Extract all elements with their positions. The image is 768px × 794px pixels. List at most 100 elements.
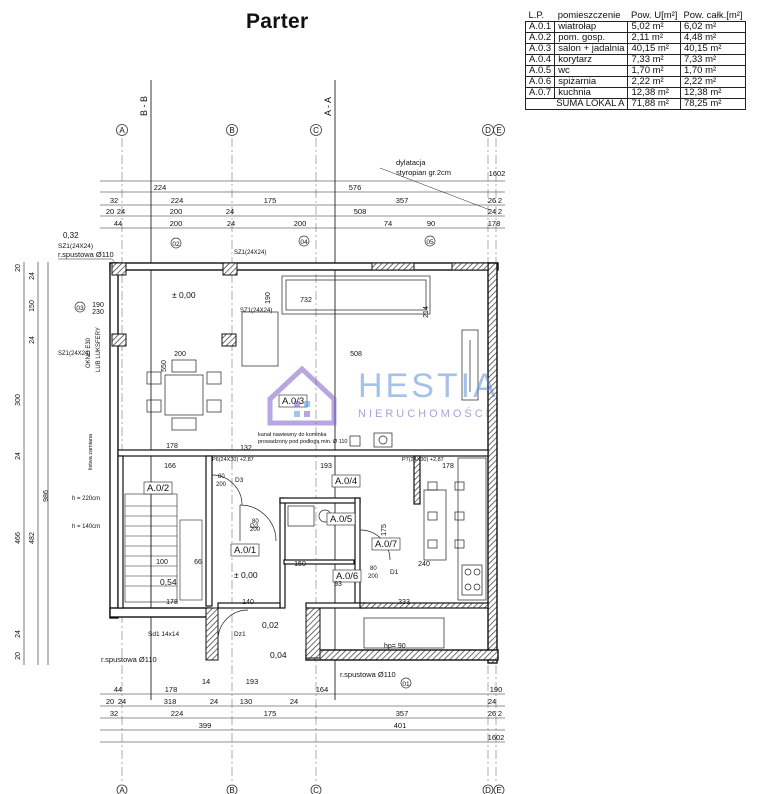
- axis-label-d-bottom: D: [485, 786, 491, 794]
- dim-left-466: 466: [15, 532, 22, 544]
- legend-row: A.0.2 pom. gosp. 2,11 m² 4,48 m²: [524, 32, 747, 44]
- dim-left-24b: 24: [29, 336, 36, 344]
- door-label-d2: D2: [250, 523, 259, 530]
- axis-bubble-e-bottom: [493, 784, 505, 794]
- axis-bubble-a-top: [116, 124, 128, 136]
- door-dz1: [217, 609, 249, 641]
- door-d1-width: 80: [370, 566, 377, 572]
- kitchen-furniture: [363, 457, 487, 649]
- dim-93: 93: [334, 581, 342, 588]
- dim-b3-357: 357: [396, 709, 409, 718]
- door-label-d3: D3: [235, 477, 244, 484]
- dim-row4-200b: 200: [294, 219, 307, 228]
- elev-004: 0,04: [270, 650, 287, 660]
- axis-label-d-top: D: [485, 126, 491, 135]
- dim-b3-224: 224: [171, 709, 184, 718]
- dim-175: 175: [381, 524, 388, 536]
- door-d2-height: 200: [250, 527, 261, 533]
- dim-b3-175: 175: [264, 709, 277, 718]
- elev-054: 0,54: [160, 577, 177, 587]
- dim-row2-175: 175: [264, 196, 277, 205]
- room-label-a06: A.0/6: [336, 571, 358, 582]
- annotation-listwa: listwa zamiana: [88, 433, 94, 470]
- axis-label-e-bottom: E: [496, 786, 501, 794]
- legend-row: A.0.7 kuchnia 12,38 m² 12,38 m²: [524, 87, 747, 99]
- annotation-sd1: Sd1 14x14: [148, 631, 179, 638]
- annotation-luksfery: LUB LUKSFERY: [96, 327, 102, 372]
- dim-b4-401: 401: [394, 721, 407, 730]
- dim-row3-2: 2: [498, 207, 502, 216]
- annotation-sz1-b: SZ1(24X24): [234, 250, 266, 256]
- elev-000-living: ± 0,00: [172, 290, 196, 300]
- dim-row4-200: 200: [170, 219, 183, 228]
- dim-bottom-total: 1602: [488, 733, 505, 742]
- door-d3-width: 80: [218, 474, 225, 480]
- dim-row4-24: 24: [227, 219, 235, 228]
- legend-sum-total: 78,25 m²: [679, 98, 747, 110]
- dim-230: 230: [92, 309, 104, 316]
- dim-190: 190: [92, 302, 104, 309]
- axis-bubble-c-top: [310, 124, 322, 136]
- legend-sum-label: SUMA LOKAL A: [524, 98, 629, 110]
- legend-row: A.0.6 spiżarnia 2,22 m² 2,22 m²: [524, 76, 747, 88]
- bottom-dimension-lines: [100, 693, 505, 743]
- dim-left-20: 20: [15, 264, 22, 272]
- annotation-elev-032: 0,32: [63, 231, 79, 240]
- dim-b3-32: 32: [110, 709, 118, 718]
- elev-000-hall: ± 0,00: [234, 570, 258, 580]
- door-d1-height: 200: [368, 574, 379, 580]
- tag-02: 02: [172, 241, 180, 248]
- axis-label-a-top: A: [119, 126, 125, 135]
- dim-row2-357: 357: [396, 196, 409, 205]
- dim-top-576: 576: [349, 183, 362, 192]
- axis-bubble-b-top: [226, 124, 238, 136]
- watermark-sub: NIERUCHOMOŚCI: [358, 407, 492, 420]
- dim-b2-164: 164: [316, 685, 329, 694]
- axis-bubble-a-bottom: [116, 784, 128, 794]
- dim-140: 140: [242, 599, 254, 606]
- dim-508: 508: [350, 351, 362, 358]
- dim-row4-74: 74: [384, 219, 392, 228]
- dim-left-300: 300: [15, 394, 22, 406]
- axis-label-b-bottom: B: [229, 786, 234, 794]
- dim-178: 178: [166, 443, 178, 450]
- room-label-a07: A.0/7: [375, 539, 397, 550]
- dim-b3-2: 2: [498, 709, 502, 718]
- annotation-kanal-2: prowadzony pod podłogą min. Ø 110: [258, 439, 348, 445]
- watermark-brand: HESTIA: [358, 367, 499, 405]
- dim-240: 240: [418, 561, 430, 568]
- dim-100: 100: [156, 559, 168, 566]
- dim-left-482: 482: [29, 532, 36, 544]
- legend-row: A.0.3 salon + jadalnia 40,15 m² 40,15 m²: [524, 43, 747, 55]
- legend-row: A.0.5 wc 1,70 m² 1,70 m²: [524, 65, 747, 77]
- axis-label-a-bottom: A: [119, 786, 125, 794]
- plan-title: Parter: [246, 10, 309, 33]
- left-dimension-lines: [23, 262, 49, 665]
- tag-01: 01: [402, 681, 410, 688]
- door-d2: [239, 504, 277, 542]
- top-dimension-lines: [100, 180, 505, 229]
- legend-row: A.0.4 korytarz 7,33 m² 7,33 m²: [524, 54, 747, 66]
- legend-sum-usable: 71,88 m²: [627, 98, 681, 110]
- axis-bubble-c-bottom: [310, 784, 322, 794]
- dim-bottom-178: 178: [165, 685, 178, 694]
- legend-sum-row: SUMA LOKAL A 71,88 m² 78,25 m²: [524, 98, 747, 110]
- door-label-dz1: Dz1: [234, 631, 246, 638]
- dim-b4-399: 399: [199, 721, 212, 730]
- dim-b2-318: 318: [164, 697, 177, 706]
- annotation-hp: hp= 90: [384, 643, 406, 650]
- dim-left-20b: 20: [15, 652, 22, 660]
- dim-row3-20: 20: [106, 207, 114, 216]
- axis-label-e-top: E: [496, 126, 501, 135]
- dim-row4-178: 178: [488, 219, 501, 228]
- annotation-spust-bottom-left: r.spustowa Ø110: [101, 655, 157, 664]
- interior-walls: [117, 449, 489, 609]
- dim-row3-200: 200: [170, 207, 183, 216]
- room-label-a02: A.0/2: [147, 483, 169, 494]
- dim-150: 150: [294, 561, 306, 568]
- axis-label-c-top: C: [313, 126, 319, 135]
- dim-66: 66: [194, 559, 202, 566]
- dim-178c: 178: [166, 599, 178, 606]
- dim-550: 550: [161, 360, 168, 372]
